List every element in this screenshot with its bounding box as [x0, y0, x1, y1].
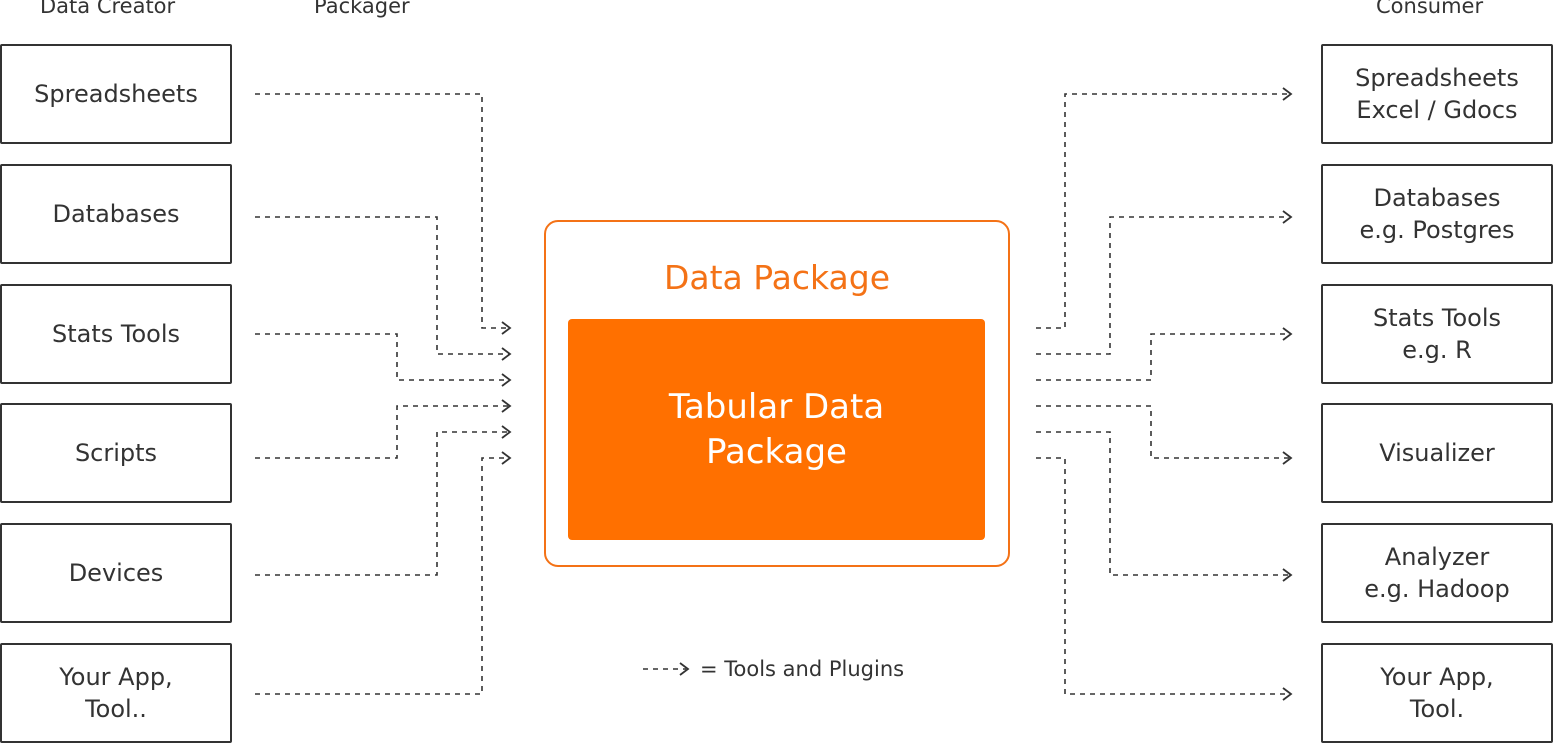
inbound-flow-line — [255, 431, 509, 576]
inbound-arrowhead — [501, 451, 512, 465]
outbound-arrowhead — [1282, 210, 1293, 224]
data-package-title: Data Package — [663, 258, 891, 297]
source-node-label: Tool.. — [85, 695, 147, 723]
inbound-flow-line — [255, 216, 509, 355]
source-node-3: Stats Tools — [0, 284, 232, 384]
consumer-node-label: Excel / Gdocs — [1356, 96, 1518, 124]
consumer-node-label: Analyzer — [1384, 543, 1490, 571]
consumer-node-5: Analyzer e.g. Hadoop — [1321, 523, 1553, 623]
legend: = Tools and Plugins — [642, 653, 904, 685]
inbound-arrowhead — [501, 373, 512, 387]
source-node-label: Stats Tools — [51, 320, 180, 348]
outbound-arrowhead — [1282, 451, 1293, 465]
outbound-arrowhead — [1282, 687, 1293, 701]
consumer-node-label: e.g. Hadoop — [1364, 575, 1510, 603]
inbound-flow-line — [255, 457, 509, 695]
inbound-arrowhead — [501, 399, 512, 413]
consumer-node-label: Visualizer — [1379, 439, 1495, 467]
consumer-node-label: Stats Tools — [1372, 304, 1501, 332]
inbound-arrowhead — [501, 425, 512, 439]
header-data-creator: Data Creator — [40, 0, 176, 18]
outbound-flow-line — [1036, 431, 1289, 576]
source-node-label: Spreadsheets — [34, 80, 198, 108]
outbound-flow-line — [1036, 93, 1289, 329]
source-node-1: Spreadsheets — [0, 44, 232, 144]
source-node-6: Your App, Tool.. — [0, 643, 232, 743]
consumer-node-label: Tool. — [1409, 695, 1465, 723]
source-node-label: Databases — [52, 200, 180, 228]
source-node-label: Scripts — [74, 439, 158, 467]
inbound-flow-line — [255, 405, 509, 459]
dashed-arrow-icon — [643, 662, 690, 676]
consumer-node-label: Spreadsheets — [1355, 64, 1519, 92]
inbound-arrowhead — [501, 321, 512, 335]
consumer-node-6: Your App, Tool. — [1321, 643, 1553, 743]
consumer-node-3: Stats Tools e.g. R — [1321, 284, 1553, 384]
source-node-2: Databases — [0, 164, 232, 264]
legend-text: = Tools and Plugins — [700, 657, 905, 681]
inbound-arrowhead — [501, 347, 512, 361]
tabular-data-package: Tabular Data Package — [568, 319, 985, 540]
source-node-5: Devices — [0, 523, 232, 623]
outbound-arrowhead — [1282, 568, 1293, 582]
consumer-node-label: Your App, — [1380, 663, 1494, 691]
consumer-node-4: Visualizer — [1321, 403, 1553, 503]
tabular-data-package-line1: Tabular Data — [668, 386, 885, 427]
outbound-arrowhead — [1282, 87, 1293, 101]
tabular-data-package-line2: Package — [706, 431, 847, 472]
header-consumer: Consumer — [1376, 0, 1484, 18]
inbound-flow-line — [255, 93, 509, 329]
outbound-arrowhead — [1282, 327, 1293, 341]
consumer-node-label: e.g. Postgres — [1359, 216, 1515, 244]
outbound-flow-line — [1036, 216, 1289, 355]
source-node-label: Your App, — [59, 663, 173, 691]
consumer-node-label: Databases — [1373, 184, 1501, 212]
source-node-4: Scripts — [0, 403, 232, 503]
outbound-flow-line — [1036, 405, 1289, 459]
outbound-flow-line — [1036, 333, 1289, 381]
inbound-flow-line — [255, 333, 509, 381]
header-packager: Packager — [314, 0, 410, 18]
consumer-node-2: Databases e.g. Postgres — [1321, 164, 1553, 264]
source-node-label: Devices — [68, 559, 164, 587]
outbound-flow-line — [1036, 457, 1289, 695]
consumer-node-label: e.g. R — [1402, 336, 1472, 364]
